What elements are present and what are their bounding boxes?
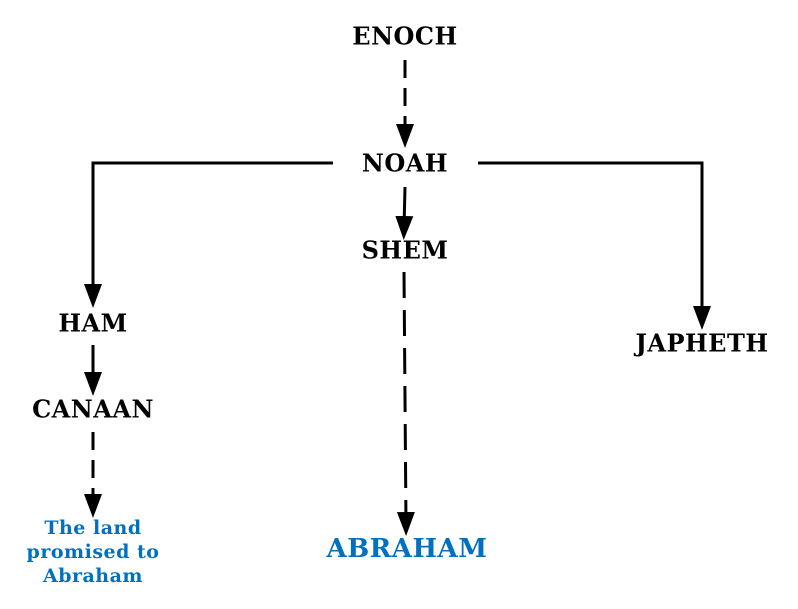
noah-ham-arrow — [84, 161, 333, 308]
node-shem: SHEM — [361, 235, 449, 265]
shem-abraham-dashed-arrow — [396, 271, 415, 536]
node-noah: NOAH — [361, 148, 449, 178]
node-abraham: ABRAHAM — [326, 534, 488, 564]
noah-japheth-arrow — [478, 161, 711, 330]
node-canaan: CANAAN — [32, 394, 154, 424]
node-promised-land: The land promised to Abraham — [26, 517, 160, 587]
node-enoch: ENOCH — [352, 21, 458, 51]
noah-shem-arrow — [395, 186, 414, 240]
node-ham: HAM — [58, 308, 128, 338]
node-japheth: JAPHETH — [635, 328, 769, 358]
